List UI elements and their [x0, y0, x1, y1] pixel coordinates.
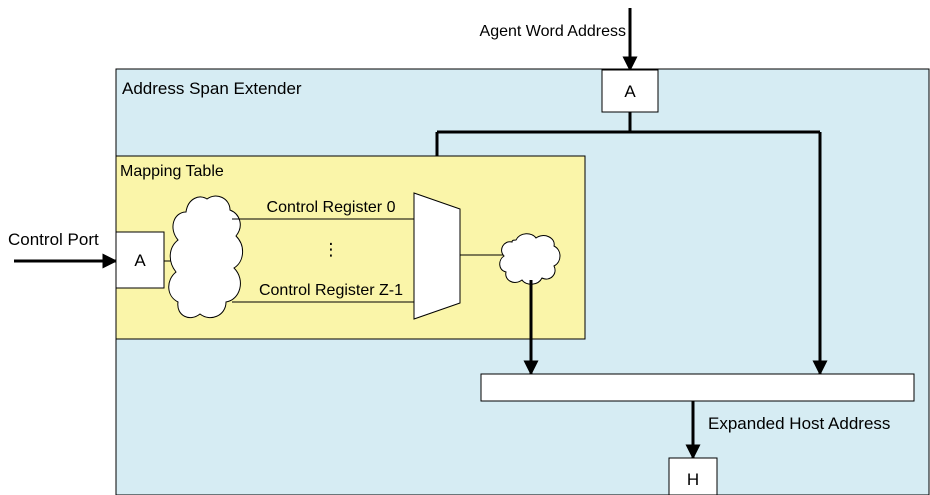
decode-logic-cloud-icon — [168, 195, 243, 318]
control-register-0-label: Control Register 0 — [267, 199, 396, 216]
host-port-box — [668, 457, 718, 495]
control-port-box-label: A — [134, 251, 146, 270]
control-register-last-label: Control Register Z-1 — [259, 282, 403, 299]
address-combiner-bar — [480, 373, 915, 402]
host-port-box-label: H — [687, 470, 699, 489]
agent-port-box-label: A — [624, 82, 636, 101]
control-port-label: Control Port — [8, 230, 99, 249]
extender-title: Address Span Extender — [122, 79, 302, 98]
agent-port-box — [601, 69, 659, 113]
agent-word-address-label: Agent Word Address — [480, 23, 626, 40]
expanded-host-address-label: Expanded Host Address — [708, 414, 890, 433]
multiplexer-shape — [413, 192, 461, 320]
register-ellipsis: ⋮ — [323, 240, 340, 259]
mapping-table-title: Mapping Table — [120, 163, 224, 180]
control-port-box — [115, 231, 165, 289]
output-logic-cloud-icon — [499, 233, 561, 285]
